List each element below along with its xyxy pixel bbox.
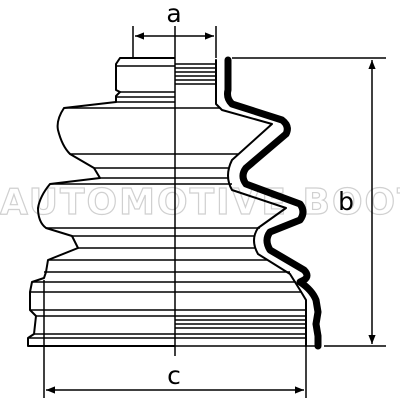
boot-outer-detail (28, 65, 175, 339)
boot-inner-bore (175, 63, 318, 347)
boot-outer-half (27, 57, 175, 347)
dimension-a-label: a (166, 0, 181, 28)
boot-cross-section (215, 56, 322, 350)
dimension-c (43, 280, 307, 398)
dimension-c-label: c (167, 361, 181, 390)
dimension-b-label: b (338, 187, 354, 216)
dimension-a (132, 26, 217, 58)
watermark-text: AUTOMOTIVE BOOTS (0, 182, 400, 223)
dimension-b (232, 57, 386, 347)
